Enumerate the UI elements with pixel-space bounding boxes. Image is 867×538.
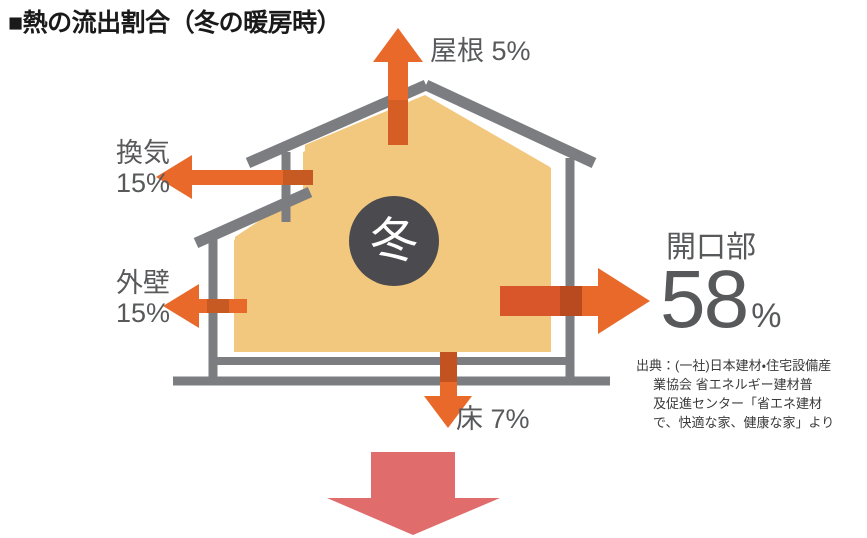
source-line-2: 業協会 省エネルギー建材普 [653, 376, 813, 392]
season-badge-circle [349, 196, 439, 286]
arrow-wall-left [163, 284, 247, 328]
arrow-floor-down [424, 352, 472, 428]
source-line-3: 及促進センター「省エネ建材 [653, 395, 823, 411]
source-line-4: で、快適な家、健康な家」より [653, 414, 835, 430]
label-floor: 床 7% [456, 404, 530, 434]
summary-arrow-down [327, 452, 500, 535]
label-ventilation-value: 15% [115, 168, 171, 199]
opening-figure: 58 % [660, 254, 865, 345]
arrow-opening-right [500, 268, 650, 334]
opening-label: 開口部 [666, 231, 756, 264]
roof-right-slope [423, 80, 597, 168]
label-wall-value: 15% [115, 298, 171, 329]
opening-callout: 開口部 58 % [660, 231, 865, 345]
roof-lower-left-slope [193, 186, 313, 249]
label-wall-name: 外壁 [116, 268, 170, 298]
label-ventilation-name: 換気 [116, 138, 170, 168]
source-citation: 出典：(一社)日本建材・住宅設備産 業協会 省エネルギー建材普 及促進センター「… [636, 357, 864, 432]
opening-unit: % [751, 297, 782, 335]
arrow-roof-up [373, 28, 423, 145]
page-title: ■熱の流出割合（冬の暖房時） [8, 9, 342, 37]
label-roof: 屋根 5% [430, 36, 531, 66]
label-exterior-wall: 外壁 15% [100, 268, 186, 328]
season-badge-label: 冬 [370, 215, 418, 268]
label-ventilation: 換気 15% [100, 138, 186, 198]
opening-value: 58 [660, 254, 749, 345]
arrow-ventilation-left [156, 155, 313, 199]
source-line-1: 出典：(一社)日本建材・住宅設備産 [636, 358, 832, 373]
